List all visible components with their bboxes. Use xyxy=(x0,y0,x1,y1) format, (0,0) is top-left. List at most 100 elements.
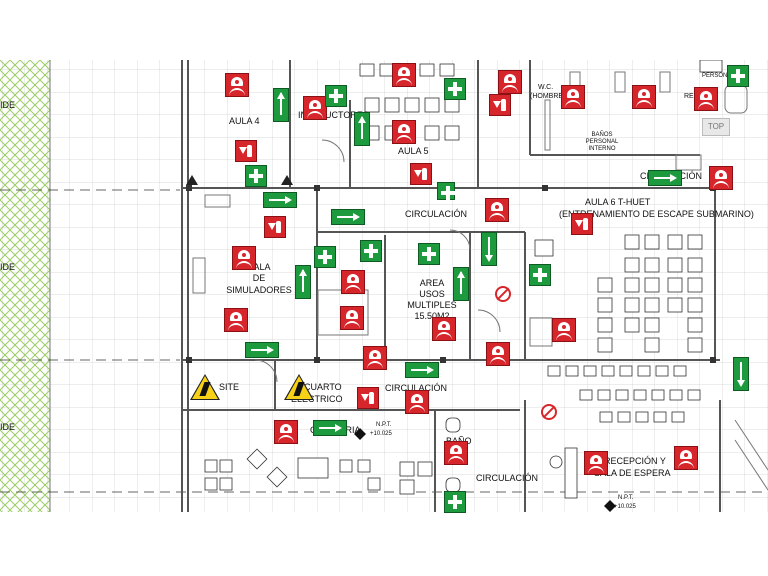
room-label-circulacion-mid: CIRCULACIÓN xyxy=(385,383,448,393)
room-label-banos-3: INTERNO xyxy=(588,146,616,152)
fire-alarm-icon xyxy=(561,85,585,109)
room-label-sala-1: SALA xyxy=(247,262,271,272)
exit-arrow-icon xyxy=(481,232,497,266)
fire-extinguisher-icon xyxy=(489,94,511,116)
fire-alarm-icon xyxy=(303,96,327,120)
fire-alarm-icon xyxy=(432,317,456,341)
fire-extinguisher-icon xyxy=(571,213,593,235)
room-label-cuarto-2: ELECTRICO xyxy=(291,394,343,404)
exit-arrow-icon xyxy=(263,192,297,208)
fire-extinguisher-icon xyxy=(264,216,286,238)
room-label-aula5: AULA 5 xyxy=(398,146,429,156)
first-aid-icon xyxy=(727,65,749,87)
room-label-cuarto-1: CUARTO xyxy=(304,382,342,392)
walls xyxy=(181,60,721,512)
level-marker xyxy=(354,428,616,512)
first-aid-icon xyxy=(529,264,551,286)
electrical-hazard-icon xyxy=(186,175,198,185)
fire-alarm-icon xyxy=(694,87,718,111)
left-label-2: IDE xyxy=(0,262,16,272)
first-aid-icon xyxy=(418,243,440,265)
fire-alarm-icon xyxy=(363,346,387,370)
level-label-1a: N.P.T. xyxy=(376,422,392,428)
first-aid-icon xyxy=(437,182,455,200)
fire-alarm-icon xyxy=(486,342,510,366)
first-aid-icon xyxy=(325,85,347,107)
room-label-instructores: INSTRUCTORES xyxy=(298,110,369,120)
exit-arrow-icon xyxy=(295,265,311,299)
fire-alarm-icon xyxy=(340,306,364,330)
room-label-recepcion-2: SALA DE ESPERA xyxy=(594,468,671,478)
room-label-wc-right: RES xyxy=(684,93,699,100)
exit-arrow-icon xyxy=(453,267,469,301)
room-label-banos-1: BAÑOS xyxy=(591,132,613,138)
no-smoking-icon xyxy=(495,286,511,302)
first-aid-icon xyxy=(360,240,382,262)
fire-extinguisher-icon xyxy=(235,140,257,162)
first-aid-icon xyxy=(314,246,336,268)
fire-alarm-icon xyxy=(224,308,248,332)
level-label-2b: +10.025 xyxy=(614,504,636,510)
room-label-personal: PERSONAL xyxy=(702,73,735,79)
electrical-hazard-icon xyxy=(284,374,314,400)
first-aid-icon xyxy=(444,78,466,100)
no-smoking-icon xyxy=(541,404,557,420)
thin-walls xyxy=(192,71,768,491)
exit-arrow-icon xyxy=(331,209,365,225)
exit-arrow-icon xyxy=(313,420,347,436)
room-label-wc-1: W.C. xyxy=(538,84,554,91)
electrical-hazard-icon xyxy=(281,175,293,185)
room-label-aula6-2: (ENTRENAMIENTO DE ESCAPE SUBMARINO) xyxy=(559,209,754,219)
fire-alarm-icon xyxy=(392,120,416,144)
room-label-sala-3: SIMULADORES xyxy=(226,285,292,295)
fire-alarm-icon xyxy=(444,441,468,465)
room-label-aula4: AULA 4 xyxy=(229,116,260,126)
room-label-sala-2: DE xyxy=(252,273,266,283)
fire-alarm-icon xyxy=(392,63,416,87)
room-label-circulacion-bottom: CIRCULACIÓN xyxy=(476,473,539,483)
fire-alarm-icon xyxy=(674,446,698,470)
room-label-wc-2: (HOMBRES) xyxy=(530,93,571,100)
bottom-margin xyxy=(0,512,768,576)
fire-alarm-icon xyxy=(498,70,522,94)
exit-arrow-icon xyxy=(405,362,439,378)
top-view-button[interactable]: TOP xyxy=(702,118,730,136)
fire-alarm-icon xyxy=(709,166,733,190)
top-margin xyxy=(0,0,768,60)
fire-extinguisher-icon xyxy=(357,387,379,409)
level-label-2a: N.P.T. xyxy=(618,495,634,501)
room-label-aula6-1: AULA 6 T-HUET xyxy=(585,197,651,207)
room-label-area-3: MULTIPLES xyxy=(407,300,457,310)
fire-alarm-icon xyxy=(274,420,298,444)
room-label-recepcion-1: RECEPCIÓN Y xyxy=(604,456,666,466)
first-aid-icon xyxy=(444,491,466,513)
hatched-zone xyxy=(0,60,50,512)
room-label-banos-2: PERSONAL xyxy=(585,139,619,145)
fire-alarm-icon xyxy=(341,270,365,294)
exit-arrow-icon xyxy=(354,112,370,146)
furniture xyxy=(204,59,723,499)
fire-alarm-icon xyxy=(632,85,656,109)
room-label-circulacion-top: CIRCULACIÓN xyxy=(405,209,468,219)
room-label-area-4: 15.50M2 xyxy=(414,311,450,321)
room-label-site: SITE xyxy=(219,382,240,392)
room-label-area-2: USOS xyxy=(419,289,445,299)
level-label-1b: +10.025 xyxy=(370,431,392,437)
fire-alarm-icon xyxy=(552,318,576,342)
left-label-3: IDE xyxy=(0,422,16,432)
fire-alarm-icon xyxy=(225,73,249,97)
exit-arrow-icon xyxy=(733,357,749,391)
fire-extinguisher-icon xyxy=(410,163,432,185)
fire-alarm-icon xyxy=(485,198,509,222)
room-label-area-1: AREA xyxy=(419,278,445,288)
fire-alarm-icon xyxy=(584,451,608,475)
fire-alarm-icon xyxy=(405,390,429,414)
exit-arrow-icon xyxy=(245,342,279,358)
left-label-1: IDE xyxy=(0,100,16,110)
exit-arrow-icon xyxy=(273,88,289,122)
electrical-hazard-icon xyxy=(190,374,220,400)
exit-arrow-icon xyxy=(648,170,682,186)
first-aid-icon xyxy=(245,165,267,187)
fire-alarm-icon xyxy=(232,246,256,270)
